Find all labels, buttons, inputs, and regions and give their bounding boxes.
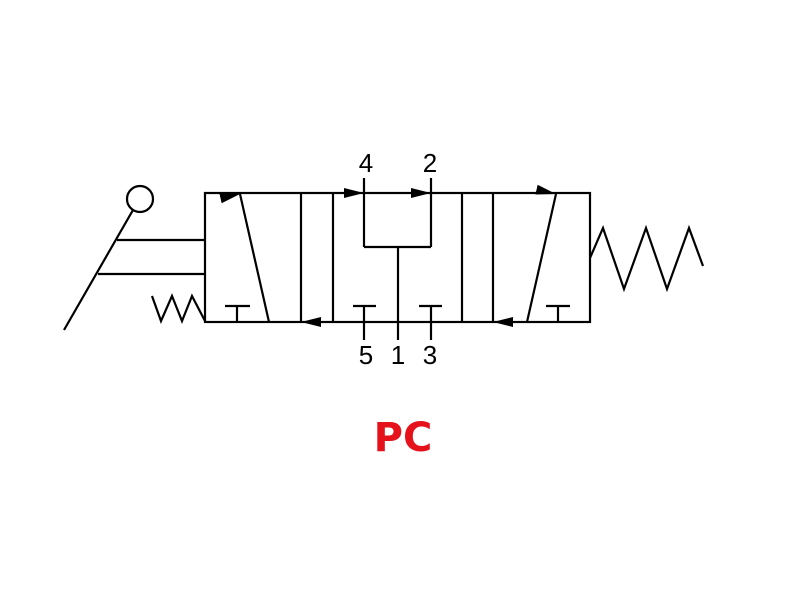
roller-lever-icon (63, 184, 205, 331)
flow-arrow-up-diagonal (525, 184, 558, 323)
port-label-4: 4 (359, 148, 373, 178)
port-label-5: 5 (359, 340, 373, 370)
right-spring-icon (588, 224, 705, 293)
position-right (491, 184, 570, 327)
position-left (219, 193, 321, 327)
blocked-port-icon (419, 304, 442, 322)
blocked-port-icon (353, 304, 376, 322)
flow-arrow-up-diagonal (219, 193, 271, 323)
position-center (344, 188, 442, 322)
blocked-port-icon (546, 304, 570, 322)
symbol-code-label: PC (374, 415, 433, 461)
port-label-2: 2 (423, 148, 437, 178)
port-lines (362, 178, 433, 340)
port-label-1: 1 (391, 340, 405, 370)
blocked-port-icon (225, 304, 250, 322)
left-spring-icon (150, 293, 206, 324)
port-label-3: 3 (423, 340, 437, 370)
